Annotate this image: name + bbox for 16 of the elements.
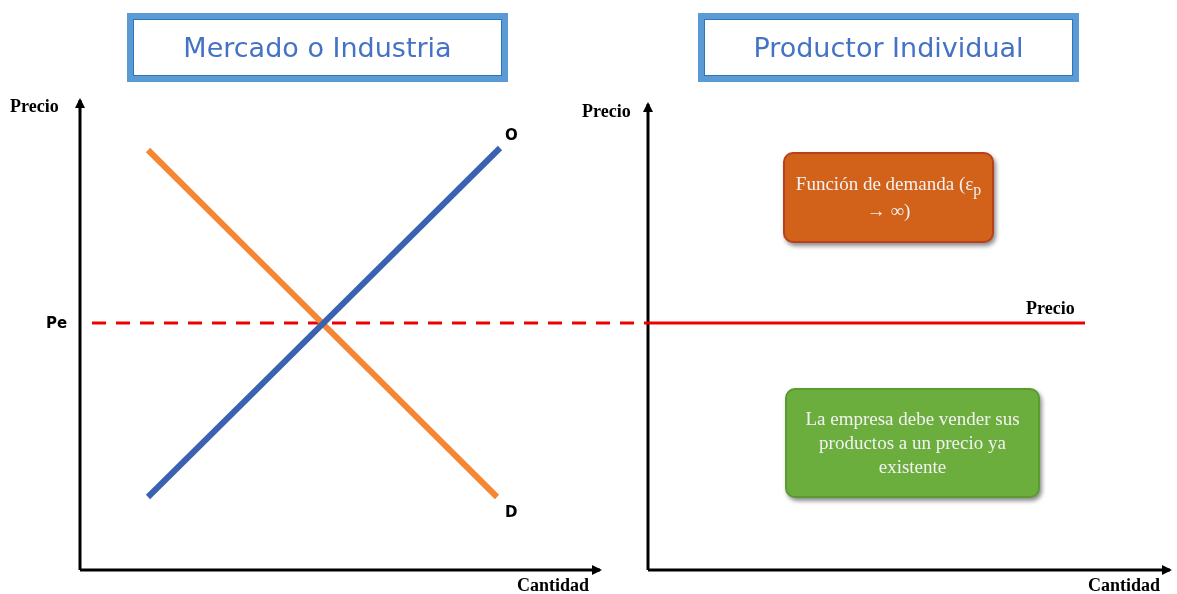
callout-box xyxy=(783,152,994,243)
axis-label: Cantidad xyxy=(1088,575,1161,594)
curve-label: O xyxy=(505,126,518,144)
callout-box xyxy=(785,388,1040,498)
axis-label: Precio xyxy=(582,101,631,122)
panel-title: Productor Individual xyxy=(753,32,1024,63)
title-banner xyxy=(698,13,1079,82)
axis-label: Precio xyxy=(10,96,59,117)
curve-label: D xyxy=(505,503,518,521)
title-banner xyxy=(127,13,508,82)
panel-title: Mercado o Industria xyxy=(183,32,452,63)
line-label: Precio xyxy=(1026,298,1075,319)
box-text: La empresa debe vender sus productos a un precio ya existente xyxy=(804,407,1021,479)
box-text: Función de demanda (ε$_{p}$ → ∞) xyxy=(795,171,982,224)
axis-label: Cantidad xyxy=(517,575,590,594)
axis-tick-label: Pe xyxy=(46,314,68,332)
